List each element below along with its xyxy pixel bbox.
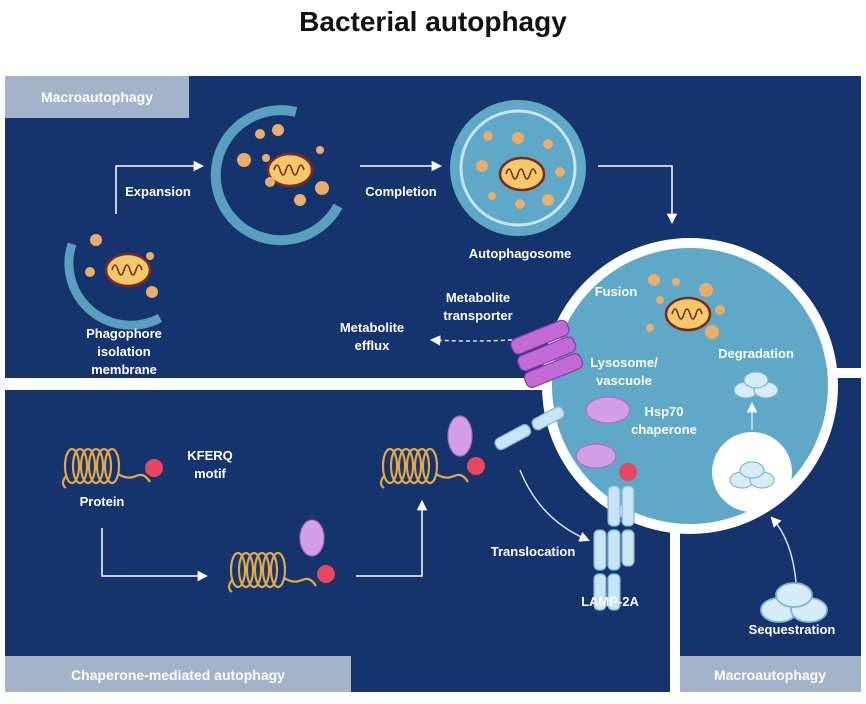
label-phagophore-2: isolation <box>97 344 151 359</box>
motif-bound <box>619 463 637 481</box>
label-expansion: Expansion <box>125 184 191 199</box>
tab-chaperone-label: Chaperone-mediated autophagy <box>71 667 285 683</box>
tab-chaperone <box>5 656 351 692</box>
tab-macroautophagy-bottom-label: Macroautophagy <box>714 667 826 683</box>
divider-horizontal <box>5 378 555 390</box>
expansion-arrow <box>115 160 205 214</box>
protein-1 <box>61 447 163 490</box>
protein-arrow-1 <box>101 528 209 582</box>
tab-macroautophagy-top-label: Macroautophagy <box>41 89 153 105</box>
label-lysosome-1: Lysosome/ <box>590 355 658 370</box>
label-kferq-1: KFERQ <box>187 448 233 463</box>
tab-macroautophagy-top <box>5 76 189 118</box>
label-phagophore-3: membrane <box>91 362 157 377</box>
label-protein: Protein <box>80 494 125 509</box>
sequestration-arrow <box>770 516 797 583</box>
phagophore <box>64 234 163 330</box>
receptor-diagonal <box>494 406 565 451</box>
expanding-phagophore <box>210 105 343 246</box>
label-metabolite-transporter-1: Metabolite <box>446 290 510 305</box>
fusion-contents <box>646 274 725 339</box>
label-sequestration: Sequestration <box>749 622 836 637</box>
protein-arrow-2 <box>356 499 428 577</box>
protein-2 <box>227 519 335 594</box>
label-hsp70-2: chaperone <box>631 422 697 437</box>
diagram-title: Bacterial autophagy <box>299 6 567 37</box>
label-translocation: Translocation <box>491 544 576 559</box>
label-kferq-2: motif <box>194 466 226 481</box>
autophagosome <box>450 100 586 236</box>
label-metabolite-efflux-1: Metabolite <box>340 320 404 335</box>
hsp70-chaperone <box>585 396 631 424</box>
label-completion: Completion <box>365 184 437 199</box>
protein-3 <box>379 415 485 490</box>
label-degradation: Degradation <box>718 346 794 361</box>
fusion-arrow <box>598 165 678 225</box>
label-autophagosome: Autophagosome <box>469 246 572 261</box>
label-metabolite-efflux-2: efflux <box>355 338 390 353</box>
chaperone-bound <box>575 443 617 469</box>
translocation-arrow <box>519 469 590 542</box>
tab-macroautophagy-bottom <box>680 656 861 692</box>
label-lamp2a: LAMP-2A <box>581 594 639 609</box>
label-phagophore-1: Phagophore <box>86 326 162 341</box>
divider-vertical <box>670 520 680 692</box>
label-fusion: Fusion <box>595 284 638 299</box>
label-metabolite-transporter-2: transporter <box>443 308 512 323</box>
efflux-arrow <box>429 335 513 346</box>
label-hsp70-1: Hsp70 <box>644 404 683 419</box>
metabolite-transporter <box>510 319 584 388</box>
label-lysosome-2: vascuole <box>596 373 652 388</box>
